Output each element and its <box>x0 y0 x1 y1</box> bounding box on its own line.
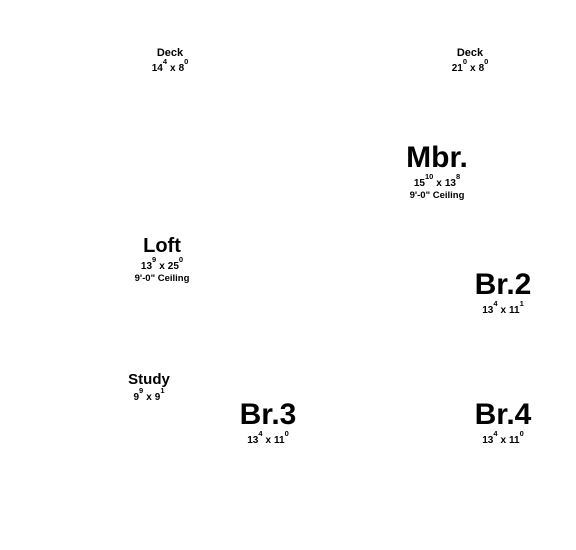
room-name: Mbr. <box>406 141 468 174</box>
depth-inches: 0 <box>184 57 189 66</box>
times-sign: x <box>159 261 165 272</box>
depth-feet: 8 <box>478 63 485 74</box>
depth-inches: 8 <box>455 172 461 181</box>
width-inches: 4 <box>162 57 167 66</box>
room-name: Deck <box>156 47 184 59</box>
times-sign: x <box>170 63 176 74</box>
ceiling-height: 9'-0" Ceiling <box>134 273 190 284</box>
depth-feet: 13 <box>444 178 456 189</box>
width-inches: 10 <box>424 172 434 181</box>
width-inches: 9 <box>139 386 144 395</box>
depth-inches: 0 <box>284 429 289 438</box>
ceiling-height: 9'-0" Ceiling <box>409 190 465 201</box>
width-inches: 4 <box>258 429 263 438</box>
width-feet: 9 <box>133 392 140 403</box>
width-feet: 13 <box>247 435 259 446</box>
depth-feet: 25 <box>167 261 179 272</box>
width-feet: 13 <box>140 261 153 272</box>
times-sign: x <box>500 435 507 446</box>
times-sign: x <box>265 435 272 446</box>
width-feet: 15 <box>413 178 425 189</box>
times-sign: x <box>500 305 507 316</box>
depth-feet: 8 <box>178 63 185 74</box>
room-name: Br.3 <box>239 398 297 431</box>
depth-feet: 11 <box>509 435 520 446</box>
width-feet: 13 <box>482 435 494 446</box>
depth-feet: 11 <box>509 305 520 316</box>
width-feet: 14 <box>151 63 163 74</box>
depth-feet: 11 <box>274 435 285 446</box>
depth-inches: 0 <box>519 429 524 438</box>
width-feet: 21 <box>451 63 463 74</box>
times-sign: x <box>470 63 476 74</box>
depth-inches: 1 <box>160 386 165 395</box>
times-sign: x <box>146 392 152 403</box>
room-name: Study <box>128 371 170 388</box>
room-name: Br.4 <box>474 398 532 431</box>
depth-inches: 0 <box>178 255 184 264</box>
room-name: Loft <box>143 235 181 257</box>
width-feet: 13 <box>482 305 494 316</box>
width-inches: 9 <box>152 255 157 264</box>
depth-feet: 9 <box>154 392 161 403</box>
depth-inches: 0 <box>484 57 489 66</box>
width-inches: 0 <box>462 57 467 66</box>
width-inches: 4 <box>493 299 498 308</box>
room-name: Deck <box>456 47 484 59</box>
width-inches: 4 <box>493 429 498 438</box>
depth-inches: 1 <box>519 299 524 308</box>
room-name: Br.2 <box>474 268 532 301</box>
times-sign: x <box>436 178 442 189</box>
